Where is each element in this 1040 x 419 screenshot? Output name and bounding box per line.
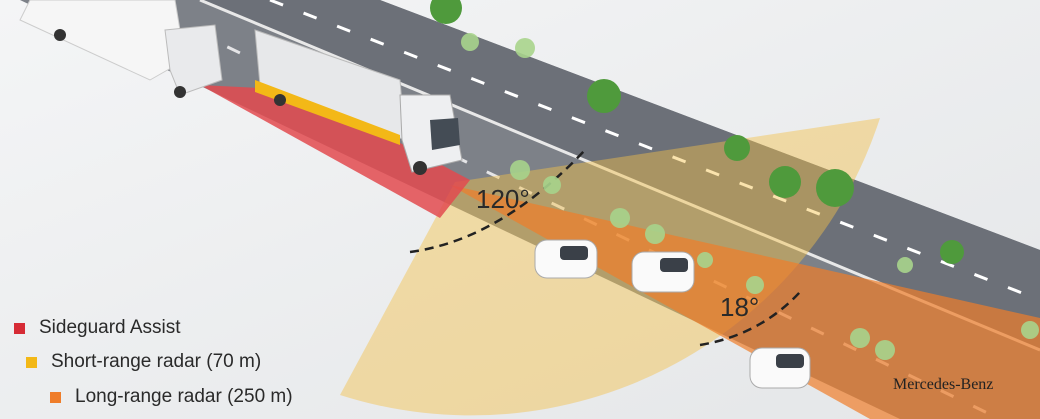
legend-swatch-yellow xyxy=(26,356,37,368)
legend-swatch-orange xyxy=(50,391,61,403)
legend-label: Short-range radar (70 m) xyxy=(51,351,262,372)
long-range-radar-zone xyxy=(450,185,1040,419)
legend-label: Long-range radar (250 m) xyxy=(75,386,293,407)
brand-logo-text: Mercedes-Benz xyxy=(893,376,994,393)
lane-marking xyxy=(269,0,1040,302)
car xyxy=(749,347,811,389)
legend-item-short-range: Short-range radar (70 m) xyxy=(26,351,261,373)
car xyxy=(534,239,598,279)
angle-arc-120 xyxy=(409,149,586,254)
sideguard-zone xyxy=(200,85,470,218)
angle-label-120: 120° xyxy=(476,184,530,214)
legend-swatch-red xyxy=(14,322,25,334)
angle-label-18: 18° xyxy=(720,292,760,322)
truck-rear xyxy=(19,0,223,98)
legend-item-long-range: Long-range radar (250 m) xyxy=(50,386,293,408)
legend-label: Sideguard Assist xyxy=(39,317,181,338)
trees xyxy=(430,0,964,264)
truck-main xyxy=(254,29,463,175)
car xyxy=(631,251,695,293)
legend-item-sideguard: Sideguard Assist xyxy=(14,317,181,339)
bushes xyxy=(461,33,1039,360)
